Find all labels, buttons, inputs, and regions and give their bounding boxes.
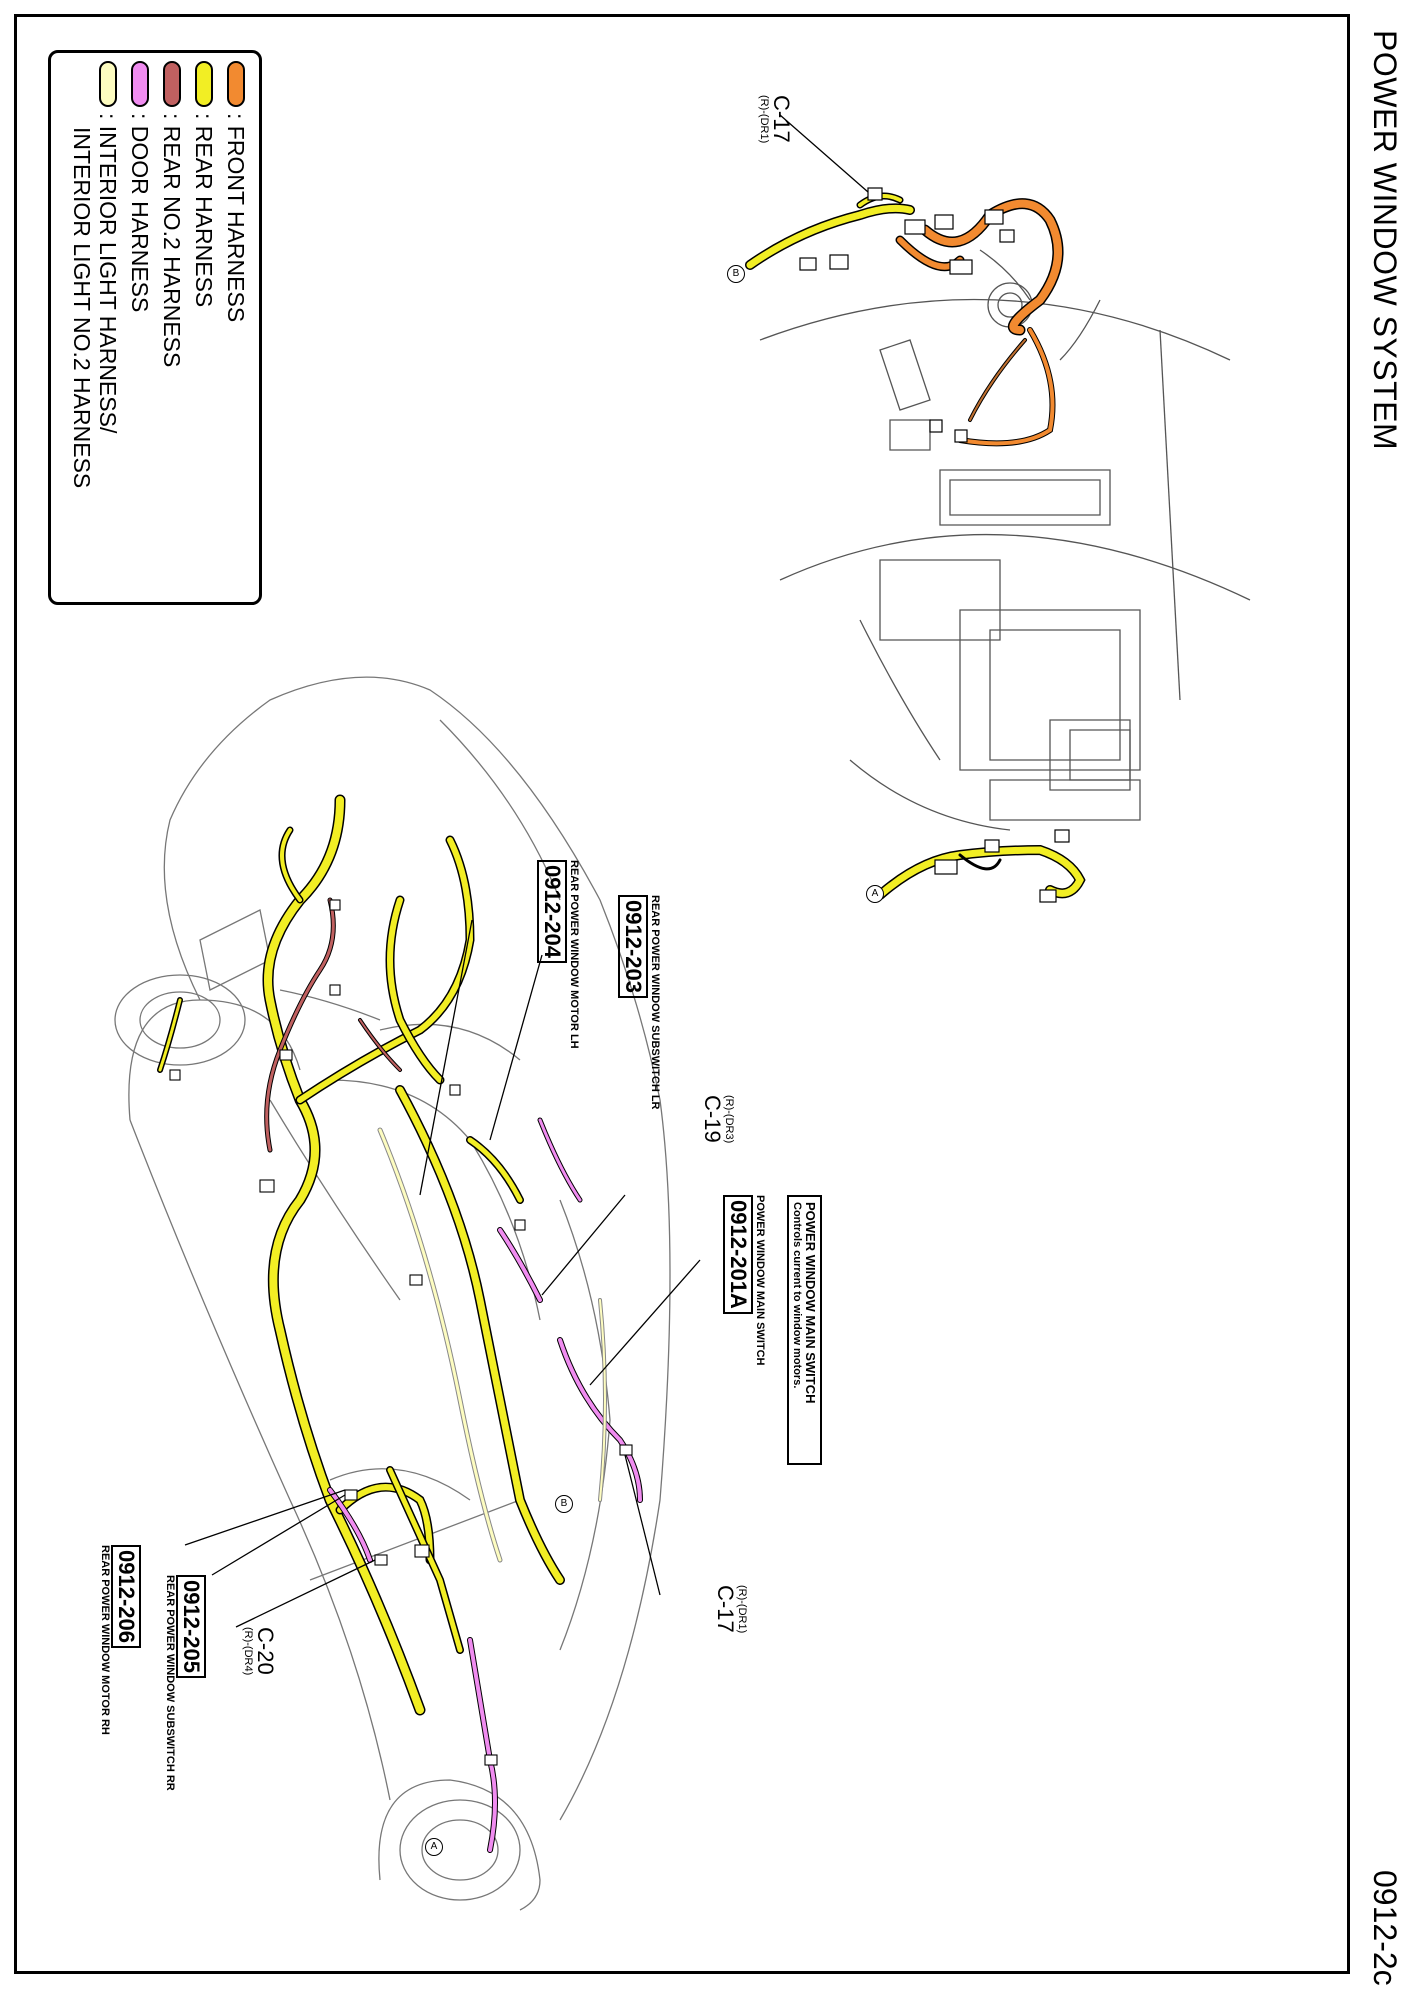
ref-0912-206-link[interactable]: 0912-206 [111, 1545, 141, 1648]
marker-b-upper: B [727, 265, 745, 283]
ref-0912-204-link[interactable]: 0912-204 [537, 860, 567, 963]
front-harness-wires [895, 198, 1064, 447]
dash-lower-connectors [934, 829, 1070, 903]
interior-light-harness-wires [377, 1127, 607, 1563]
body-connectors [169, 899, 633, 1766]
power-window-main-switch-info: POWER WINDOW MAIN SWITCH Controls curren… [787, 1195, 822, 1465]
ref-0912-206: 0912-206 REAR POWER WINDOW MOTOR RH [99, 1545, 141, 1735]
rear-harness-body [157, 794, 565, 1716]
callout-leaders [184, 919, 701, 1628]
c17-upper-leader [779, 114, 869, 193]
connector-c17-lower: (R)-(DR1) C-17 [713, 1585, 748, 1634]
connector-c17-upper: C-17 (R)-(DR1) [758, 95, 794, 144]
ref-0912-205: 0912-205 REAR POWER WINDOW SUBSWITCH RR [164, 1575, 206, 1791]
dash-connectors [799, 187, 1015, 443]
page-frame [14, 14, 1350, 1974]
dashboard-outline [759, 249, 1251, 831]
ref-0912-204: REAR POWER WINDOW MOTOR LH 0912-204 [537, 860, 580, 1049]
rear-no2-harness-wires [264, 897, 402, 1153]
ref-0912-203-link[interactable]: 0912-203 [618, 895, 648, 998]
ref-0912-201A-link[interactable]: 0912-201A [723, 1195, 753, 1314]
harness-legend: : FRONT HARNESS : REAR HARNESS : REAR NO… [48, 50, 262, 605]
ref-0912-201A: POWER WINDOW MAIN SWITCH 0912-201A [723, 1195, 766, 1365]
rear-harness-dash-lower [875, 844, 1086, 900]
connector-c20: C-20 (R)-(DR4) [242, 1627, 278, 1676]
marker-b-lower: B [555, 1495, 573, 1513]
marker-a-lower: A [425, 1838, 443, 1856]
marker-a-upper: A [866, 885, 884, 903]
ref-0912-205-link[interactable]: 0912-205 [176, 1575, 206, 1678]
ref-0912-203: REAR POWER WINDOW SUBSWITCH LR 0912-203 [618, 895, 661, 1109]
connector-c19: (R)-(DR3) C-19 [700, 1095, 735, 1144]
